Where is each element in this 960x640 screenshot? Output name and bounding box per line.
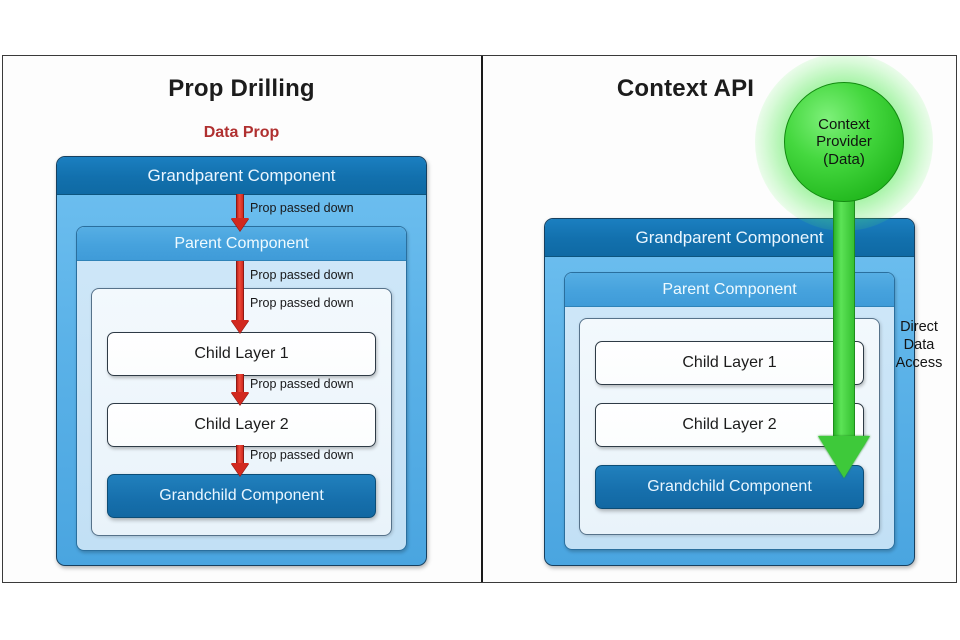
parent-component-label: Parent Component [77, 227, 406, 261]
prop-arrow-5-label: Prop passed down [250, 448, 354, 462]
data-prop-label: Data Prop [203, 124, 280, 141]
context-provider-line-1: Context [818, 115, 870, 133]
panel-prop-drilling: Prop Drilling Data Prop Grandparent Comp… [3, 56, 480, 582]
context-provider-line-3: (Data) [823, 150, 865, 168]
child-layer-2-box-left[interactable]: Child Layer 2 [107, 403, 376, 447]
grandchild-component-box-right[interactable]: Grandchild Component [595, 465, 864, 509]
prop-arrow-2-label: Prop passed down [250, 268, 354, 282]
grandparent-component-label: Grandparent Component [57, 157, 426, 195]
panel-context-api: Context API Context Provider (Data) Gran… [481, 56, 956, 582]
page-title-prop-drilling: Prop Drilling [168, 75, 315, 102]
parent-component-label-right: Parent Component [565, 273, 894, 307]
grandchild-component-box-left[interactable]: Grandchild Component [107, 474, 376, 518]
prop-arrow-3-label: Prop passed down [250, 296, 354, 310]
prop-arrow-4-label: Prop passed down [250, 377, 354, 391]
child-layer-1-box-right[interactable]: Child Layer 1 [595, 341, 864, 385]
child-layer-2-box-right[interactable]: Child Layer 2 [595, 403, 864, 447]
direct-data-access-label: Direct Data Access [895, 319, 943, 372]
page-title-context-api: Context API [616, 75, 755, 102]
diagram-frame: Prop Drilling Data Prop Grandparent Comp… [2, 55, 957, 583]
context-provider-line-2: Provider [816, 133, 872, 151]
child-layer-1-box-left[interactable]: Child Layer 1 [107, 332, 376, 376]
prop-arrow-1-label: Prop passed down [250, 201, 354, 215]
context-provider-circle[interactable]: Context Provider (Data) [784, 82, 904, 202]
grandparent-component-label-right: Grandparent Component [545, 219, 914, 257]
